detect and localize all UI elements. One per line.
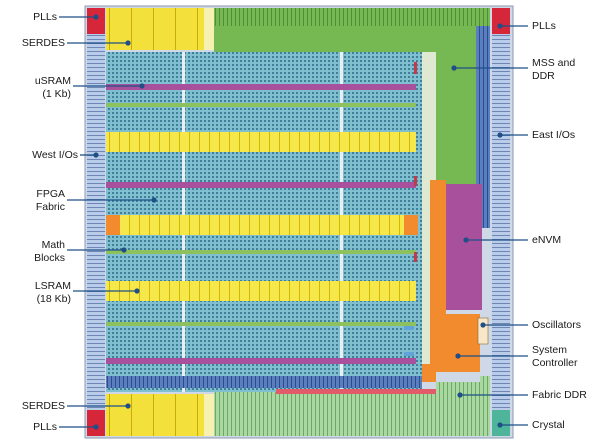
west-io-column <box>87 8 105 436</box>
mss-top-stripes <box>214 8 490 26</box>
label-system-controller: System Controller <box>532 344 578 369</box>
label-envm: eNVM <box>532 234 562 246</box>
label-fabric-ddr: Fabric DDR <box>532 389 587 401</box>
fabric-bottom-bar <box>106 376 422 388</box>
fabric-mark-1 <box>414 62 417 74</box>
fabric-mark-4 <box>404 326 414 330</box>
lsram-row-1 <box>106 132 416 152</box>
dot-crystal <box>497 422 503 428</box>
system-controller <box>422 180 480 382</box>
label-serdes-bottom: SERDES <box>21 400 65 412</box>
leader-lines <box>59 16 528 428</box>
label-lsram: LSRAM (18 Kb) <box>34 280 71 305</box>
dot-fpga-fabric <box>151 197 157 203</box>
dot-math-blocks <box>121 247 127 253</box>
mss-right-stripes <box>476 26 490 228</box>
serdes-bottom-light <box>204 394 214 436</box>
pll-bottom-left <box>87 410 105 436</box>
pll-top-left <box>87 8 105 34</box>
fabric-ddr <box>214 376 490 436</box>
dot-serdes-top <box>125 40 131 46</box>
label-crystal: Crystal <box>532 419 565 431</box>
usram-row-3 <box>106 358 416 364</box>
fabric-mark-3 <box>414 252 417 262</box>
dot-plls-top-left <box>93 14 99 20</box>
label-math-blocks: Math Blocks <box>34 239 65 264</box>
label-fpga-fabric: FPGA Fabric <box>35 188 65 213</box>
serdes-bottom <box>106 394 204 436</box>
dot-lsram <box>134 288 140 294</box>
serdes-top-light <box>204 8 214 50</box>
dot-usram <box>139 83 145 89</box>
dot-envm <box>463 237 469 243</box>
dot-oscillators <box>480 322 486 328</box>
dot-mss-ddr <box>451 65 457 71</box>
label-plls-bottom-left: PLLs <box>33 421 57 433</box>
fabric-green-row-3 <box>106 322 416 326</box>
fabric-mark-5 <box>404 352 414 356</box>
math-block-right <box>404 215 418 235</box>
fabric-green-row-1 <box>106 103 416 107</box>
dot-fabric-ddr <box>457 392 463 398</box>
fabric-mark-2 <box>414 176 417 186</box>
math-block-left <box>106 215 120 235</box>
east-io-column <box>492 8 510 436</box>
dot-east-ios <box>497 132 503 138</box>
dot-system-controller <box>455 353 461 359</box>
label-serdes-top: SERDES <box>21 37 65 49</box>
fabric-green-row-2 <box>106 250 416 254</box>
pll-top-right <box>492 8 510 34</box>
dot-plls-right <box>497 23 503 29</box>
label-usram: uSRAM (1 Kb) <box>34 75 71 100</box>
dot-serdes-bottom <box>125 403 131 409</box>
leader-dots <box>93 14 503 430</box>
label-oscillators: Oscillators <box>532 319 582 331</box>
usram-row-1 <box>106 84 416 90</box>
dot-west-ios <box>93 152 99 158</box>
lsram-row-3 <box>106 281 416 301</box>
usram-row-2 <box>106 182 416 188</box>
oscillator-block <box>477 317 489 345</box>
serdes-top <box>106 8 204 50</box>
label-west-ios: West I/Os <box>32 149 78 161</box>
label-plls-top-left: PLLs <box>33 11 57 23</box>
dot-plls-bottom-left <box>93 424 99 430</box>
label-east-ios: East I/Os <box>532 129 576 141</box>
envm-block <box>446 184 482 310</box>
lsram-row-2 <box>106 215 416 235</box>
label-mss-ddr: MSS and DDR <box>532 57 576 82</box>
fabric-ddr-red-strip <box>276 389 436 394</box>
label-plls-right: PLLs <box>532 20 556 32</box>
